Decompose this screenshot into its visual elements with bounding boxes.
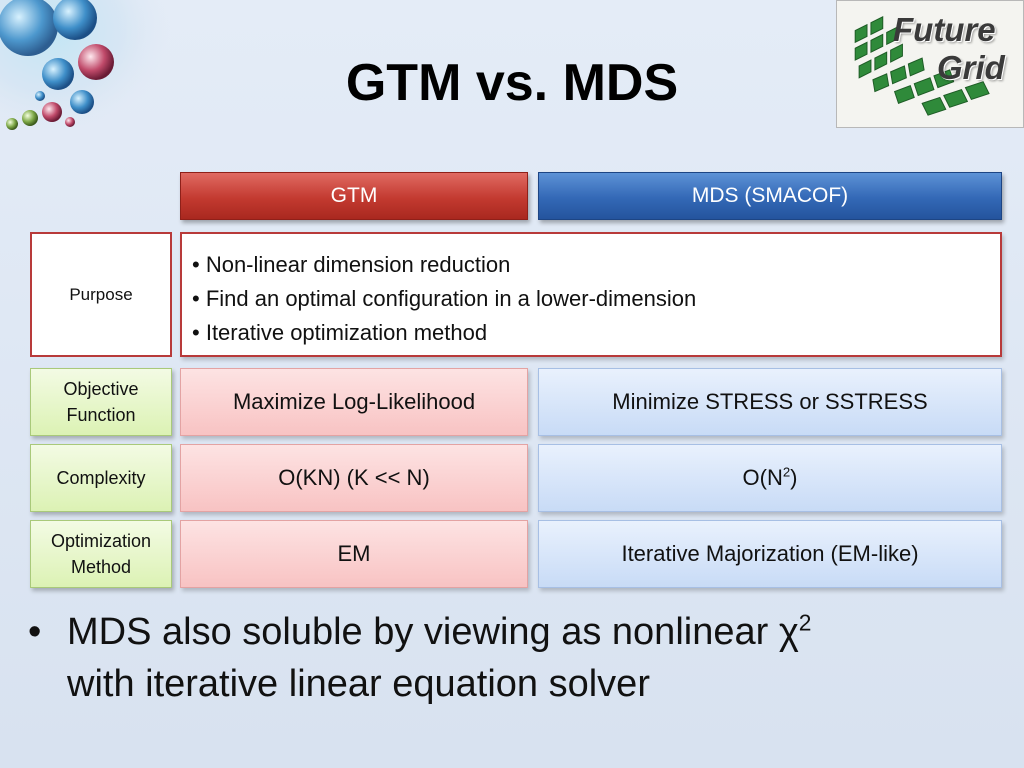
bullet-text: MDS also soluble by viewing as nonlinear… — [67, 606, 967, 710]
gtm-complexity: O(KN) (K << N) — [180, 444, 528, 512]
logo-text-grid: Grid — [937, 49, 1005, 86]
row-label-line: Method — [70, 557, 132, 577]
purpose-item: Non-linear dimension reduction — [192, 248, 696, 282]
row-label-complexity: Complexity — [30, 444, 172, 512]
logo-text-future: Future — [893, 11, 996, 48]
mds-optimization-method: Iterative Majorization (EM-like) — [538, 520, 1002, 588]
mds-complexity: O(N2) — [538, 444, 1002, 512]
row-label-line: Function — [66, 405, 136, 425]
purpose-content: Non-linear dimension reduction Find an o… — [180, 232, 1002, 357]
row-label-line: Optimization — [50, 531, 152, 551]
chi-exponent: 2 — [798, 609, 812, 636]
purpose-item: Iterative optimization method — [192, 316, 696, 350]
mds-complexity-exponent: 2 — [782, 464, 791, 480]
grid-logo-icon — [854, 15, 990, 116]
row-label-purpose: Purpose — [30, 232, 172, 357]
gtm-objective-function: Maximize Log-Likelihood — [180, 368, 528, 436]
purpose-item: Find an optimal configuration in a lower… — [192, 282, 696, 316]
bullet-marker: • — [28, 611, 42, 653]
slide-title: GTM vs. MDS — [345, 54, 679, 112]
row-label-line: Objective — [63, 379, 139, 399]
row-label-objective-function: Objective Function — [30, 368, 172, 436]
row-label-optimization-method: Optimization Method — [30, 520, 172, 588]
globe-collage-icon — [0, 0, 170, 150]
gtm-optimization-method: EM — [180, 520, 528, 588]
mds-objective-function: Minimize STRESS or SSTRESS — [538, 368, 1002, 436]
header-gtm: GTM — [180, 172, 528, 220]
purpose-list: Non-linear dimension reduction Find an o… — [192, 248, 696, 350]
bullet-line-1: MDS also soluble by viewing as nonlinear… — [67, 611, 799, 653]
header-mds: MDS (SMACOF) — [538, 172, 1002, 220]
mds-complexity-close: ) — [790, 465, 798, 490]
futuregrid-logo: Future Grid — [836, 0, 1024, 128]
mds-complexity-base: O(N — [742, 465, 783, 490]
bullet-line-2: with iterative linear equation solver — [67, 663, 650, 705]
